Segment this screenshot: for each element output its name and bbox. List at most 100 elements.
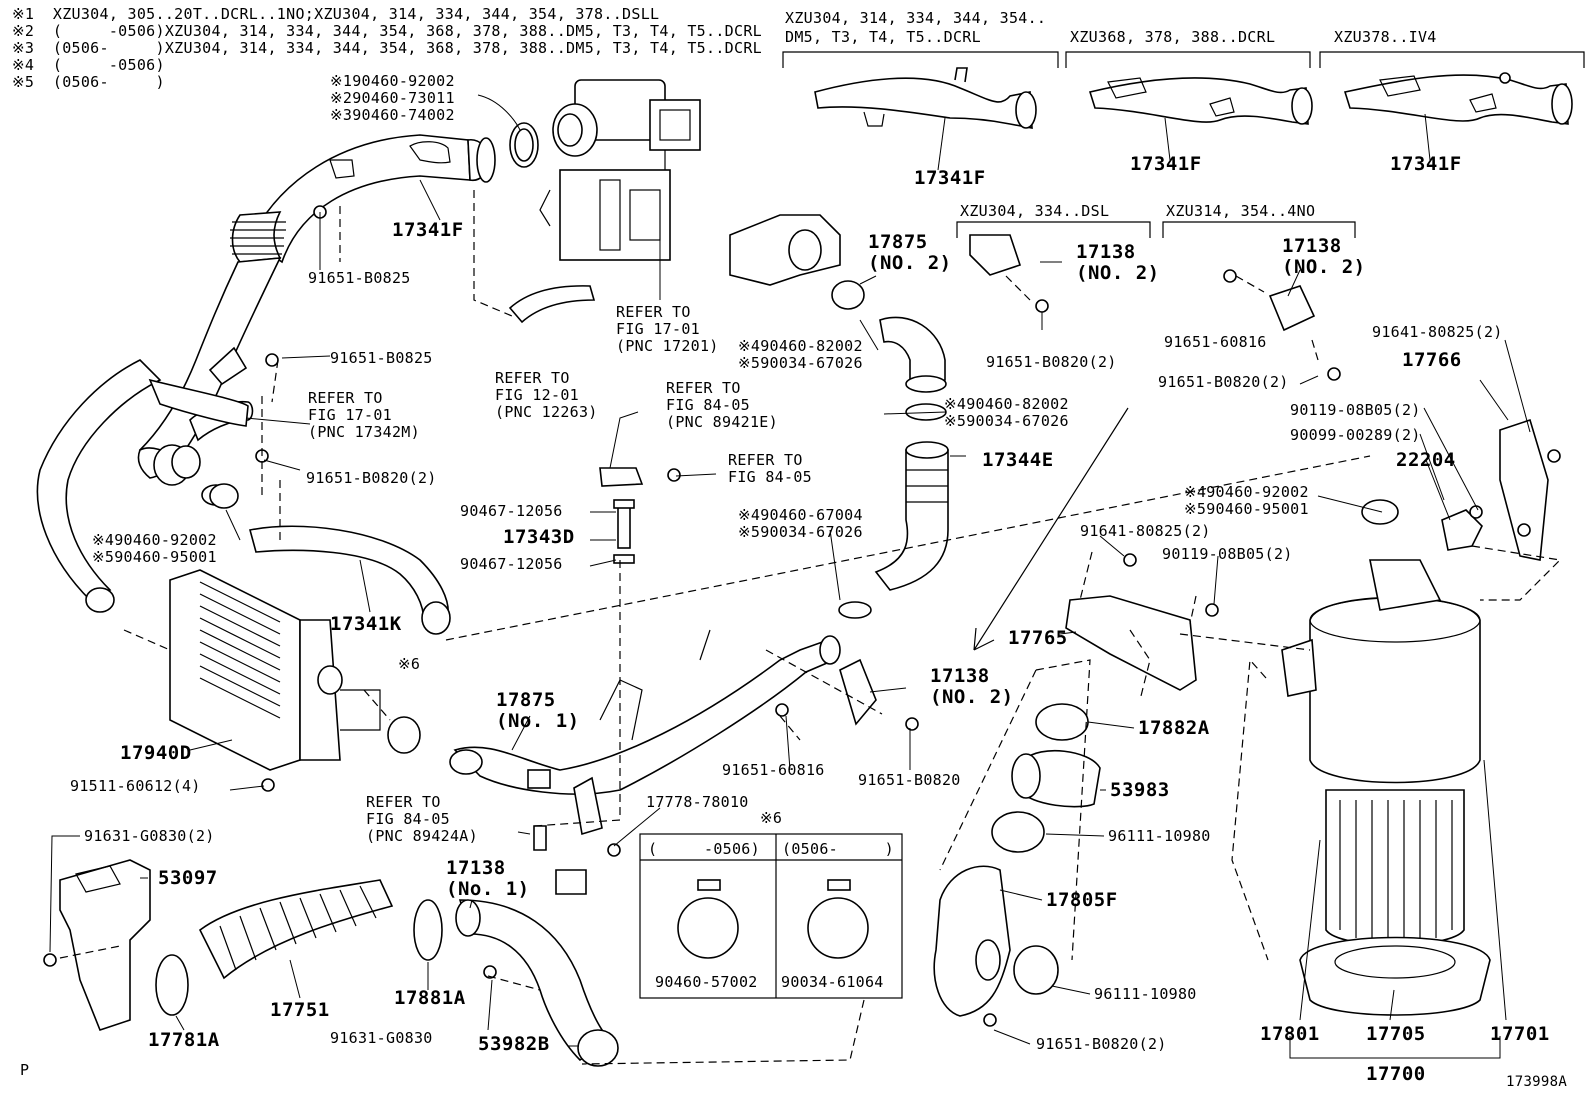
part-17138-no2-b: 17138 (NO. 2) <box>1282 235 1366 278</box>
clamp-mid-3-label: ※490460-67004 ※590034-67026 <box>738 506 863 541</box>
hose-17344E <box>838 403 949 619</box>
variant-label-2: XZU368, 378, 388..DCRL <box>1070 28 1276 46</box>
variant-pipe-2 <box>1088 77 1313 125</box>
clip-90467-12056-a: 90467-12056 <box>460 502 563 520</box>
variant-pipe-3 <box>1343 72 1573 125</box>
part-17882A: 17882A <box>1138 717 1210 739</box>
duct-parts <box>933 703 1101 1017</box>
variant-label-1b: DM5, T3, T4, T5..DCRL <box>785 28 981 46</box>
dashed-connections <box>59 190 1562 1065</box>
clamp-96111-10980-a: 96111-10980 <box>1108 827 1211 845</box>
variant-brackets <box>782 51 1585 238</box>
bolts <box>43 205 1561 1027</box>
clamp-90034-61064: 90034-61064 <box>781 973 884 991</box>
ref-fig-84-05: REFER TO FIG 84-05 <box>728 451 812 486</box>
left-hoses <box>36 359 249 613</box>
part-17343D: 17343D <box>503 526 575 548</box>
part-53097: 53097 <box>158 867 218 889</box>
page-marker: P <box>20 1061 30 1079</box>
figure-id: 173998A <box>1506 1074 1568 1090</box>
bolt-91651-B0820-2c: 91651-B0820(2) <box>1158 373 1289 391</box>
clamp-mid-1-label: ※490460-82002 ※590034-67026 <box>738 337 863 372</box>
bolt-91641-80825-2a: 91641-80825(2) <box>1372 323 1503 341</box>
variant-label-4: XZU304, 334..DSL <box>960 202 1110 220</box>
ref-fig-17-01-pnc-17201: REFER TO FIG 17-01 (PNC 17201) <box>616 303 719 355</box>
bolt-91641-80825-2b: 91641-80825(2) <box>1080 522 1211 540</box>
bolt-91651-B0820-2a: 91651-B0820(2) <box>306 469 437 487</box>
part-17751: 17751 <box>270 999 330 1021</box>
intercooler <box>169 569 381 771</box>
bolt-91631-G0830: 91631-G0830 <box>330 1029 433 1047</box>
bolt-91631-G0830-2: 91631-G0830(2) <box>84 827 215 845</box>
variant-label-3: XZU378..IV4 <box>1334 28 1437 46</box>
clamp-90460-57002: 90460-57002 <box>655 973 758 991</box>
bolt-91651-B0825-a: 91651-B0825 <box>308 269 411 287</box>
footnote-5: ※5 (0506- ) <box>12 73 165 91</box>
box-header-right: (0506- ) <box>782 840 894 858</box>
direction-arrow <box>973 407 1129 651</box>
part-17940D: 17940D <box>120 742 192 764</box>
ref-fig-17-01-pnc-17342M: REFER TO FIG 17-01 (PNC 17342M) <box>308 389 420 441</box>
throttle-assembly <box>509 79 701 261</box>
footnote-1: ※1 XZU304, 305..20T..DCRL..1NO;XZU304, 3… <box>12 5 660 23</box>
box-header-left: ( -0506) <box>648 840 760 858</box>
part-17875-no2: 17875 (NO. 2) <box>868 231 952 274</box>
clamp-right-label: ※490460-92002 ※590460-95001 <box>1184 483 1309 518</box>
bolt-91651-B0825-b: 91651-B0825 <box>330 349 433 367</box>
elbow-no2 <box>729 214 947 393</box>
part-17138-no2-a: 17138 (NO. 2) <box>1076 241 1160 284</box>
part-17341K: 17341K <box>330 613 402 635</box>
part-17344E: 17344E <box>982 449 1054 471</box>
sensor-17778-78010: 17778-78010 <box>646 793 749 811</box>
bolt-91651-B0820: 91651-B0820 <box>858 771 961 789</box>
bolt-90099-00289-2: 90099-00289(2) <box>1290 426 1421 444</box>
part-17766: 17766 <box>1402 349 1462 371</box>
bolt-90119-08B05-2a: 90119-08B05(2) <box>1290 401 1421 419</box>
clamp-top-label: ※190460-92002 ※290460-73011 ※390460-7400… <box>330 72 455 124</box>
bolt-91511-60612: 91511-60612(4) <box>70 777 201 795</box>
leader-lines <box>49 94 1531 1059</box>
right-brackets <box>1065 418 1549 691</box>
part-17881A: 17881A <box>394 987 466 1009</box>
ref-fig-84-05-pnc-89424A: REFER TO FIG 84-05 (PNC 89424A) <box>366 793 478 845</box>
clamp-mid-2-label: ※490460-82002 ※590034-67026 <box>944 395 1069 430</box>
part-17701: 17701 <box>1490 1023 1550 1045</box>
bolt-91651-B0820-2d: 91651-B0820(2) <box>1036 1035 1167 1053</box>
part-17801: 17801 <box>1260 1023 1320 1045</box>
note-mark-6-clamp: ※6 <box>398 655 421 673</box>
bottom-left-parts <box>59 859 619 1067</box>
note-mark-6-box: ※6 <box>760 809 783 827</box>
part-17765: 17765 <box>1008 627 1068 649</box>
clamp-comparison-box <box>639 833 903 999</box>
part-53983: 53983 <box>1110 779 1170 801</box>
part-17138-no2-c: 17138 (NO. 2) <box>930 665 1014 708</box>
bolt-90119-08B05-2b: 90119-08B05(2) <box>1162 545 1293 563</box>
variant-label-5: XZU314, 354..4NO <box>1166 202 1316 220</box>
variant-pipe-1 <box>814 67 1037 129</box>
part-17138-no1: 17138 (No. 1) <box>446 857 530 900</box>
part-17781A: 17781A <box>148 1029 220 1051</box>
footnote-2: ※2 ( -0506)XZU304, 314, 334, 344, 354, 3… <box>12 22 762 40</box>
bolt-91651-60816-a: 91651-60816 <box>1164 333 1267 351</box>
footnote-4: ※4 ( -0506) <box>12 56 165 74</box>
part-17805F: 17805F <box>1046 889 1118 911</box>
small-clamps <box>209 234 1316 895</box>
ref-fig-84-05-pnc-89421E: REFER TO FIG 84-05 (PNC 89421E) <box>666 379 778 431</box>
part-17700-assembly: 17700 <box>1366 1063 1426 1085</box>
clamp-6 <box>387 716 421 754</box>
part-17875-no1: 17875 (No. 1) <box>496 689 580 732</box>
part-17341F-variant-2: 17341F <box>1130 153 1202 175</box>
clamp-96111-10980-b: 96111-10980 <box>1094 985 1197 1003</box>
bolt-91651-B0820-2b: 91651-B0820(2) <box>986 353 1117 371</box>
clip-90467-12056-b: 90467-12056 <box>460 555 563 573</box>
bolt-91651-60816-b: 91651-60816 <box>722 761 825 779</box>
variant-leaders <box>937 113 1431 171</box>
part-17705: 17705 <box>1366 1023 1426 1045</box>
footnote-3: ※3 (0506- )XZU304, 314, 334, 344, 354, 3… <box>12 39 762 57</box>
small-hose <box>508 285 596 324</box>
part-22204: 22204 <box>1396 449 1456 471</box>
ref-fig-12-01-pnc-12263: REFER TO FIG 12-01 (PNC 12263) <box>495 369 598 421</box>
part-17341F-variant-3: 17341F <box>1390 153 1462 175</box>
